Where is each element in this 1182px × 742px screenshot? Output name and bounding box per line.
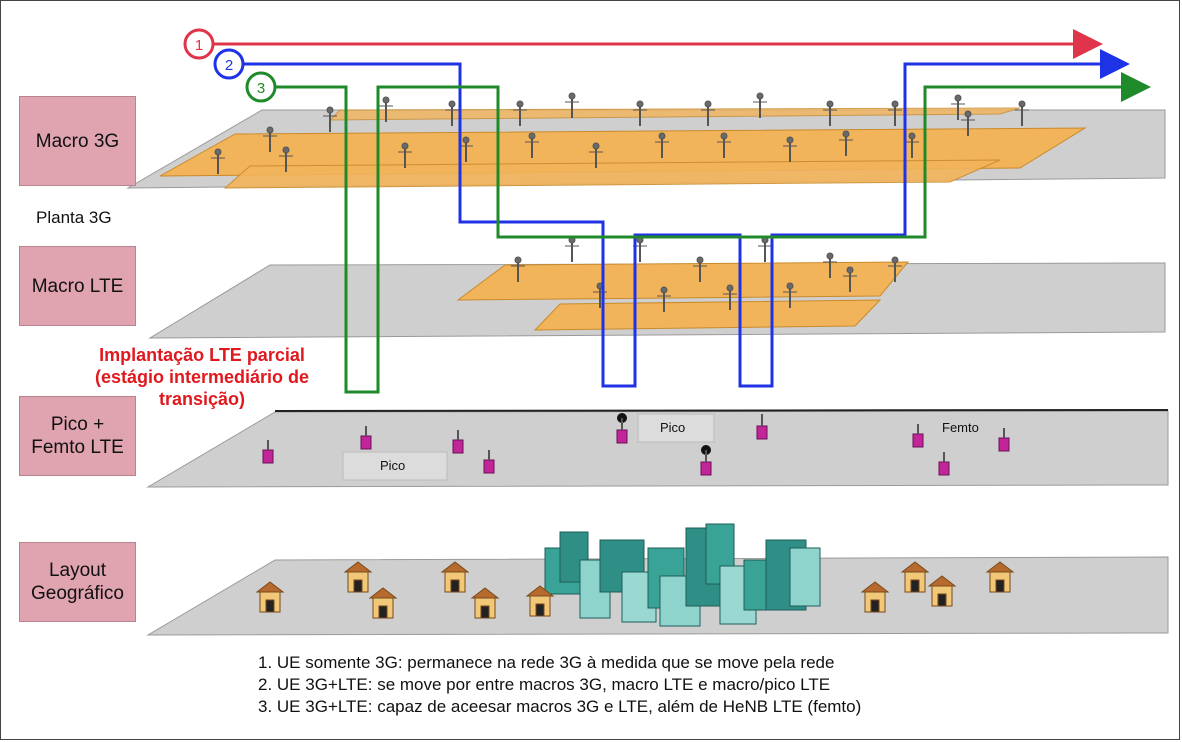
- coverage-macro-3g: [159, 107, 1087, 189]
- layer-label-macro-3g: Macro 3G: [19, 96, 136, 186]
- route-1-number: 1: [195, 37, 203, 54]
- pico-area-box: [342, 451, 448, 481]
- layer-label-planta-3g: Planta 3G: [36, 208, 112, 227]
- route-2-path: [244, 49, 1130, 388]
- femto-label: Femto: [942, 420, 979, 435]
- route-3-number: 3: [257, 80, 265, 97]
- cell-towers-3g: [211, 92, 1029, 174]
- pico-area-box: [637, 413, 715, 443]
- note-2: 2. UE 3G+LTE: se move por entre macros 3…: [258, 675, 831, 694]
- note-3: 3. UE 3G+LTE: capaz de aceesar macros 3G…: [258, 697, 862, 716]
- houses: [255, 561, 1015, 619]
- transition-note-line1: Implantação LTE parcial: [99, 345, 305, 365]
- layer-label-macro-lte: Macro LTE: [19, 246, 136, 326]
- transition-note: Implantação LTE parcial (estágio interme…: [62, 344, 342, 410]
- pico-label: Pico: [380, 458, 406, 473]
- plane-macro-lte: [148, 262, 1166, 339]
- legend-notes: 1. UE somente 3G: permanece na rede 3G à…: [258, 652, 861, 718]
- route-3-path: [276, 72, 1151, 394]
- city-buildings: [544, 523, 821, 627]
- cell-towers-lte: [511, 236, 902, 312]
- note-1: 1. UE somente 3G: permanece na rede 3G à…: [258, 653, 835, 672]
- route-2-number: 2: [225, 57, 233, 74]
- route-1-marker: 1: [183, 28, 215, 60]
- transition-note-line2: (estágio intermediário de transição): [94, 367, 310, 409]
- pico-label: Pico: [660, 420, 686, 435]
- layer-label-pico-femto: Pico + Femto LTE: [19, 396, 136, 476]
- route-2-marker: 2: [213, 48, 245, 80]
- coverage-macro-lte: [456, 261, 910, 331]
- route-3-marker: 3: [245, 71, 277, 103]
- layer-label-layout-geografico: Layout Geográfico: [19, 542, 136, 622]
- pico-femto-devices: [262, 413, 1010, 476]
- plane-pico-edge: [274, 409, 1169, 412]
